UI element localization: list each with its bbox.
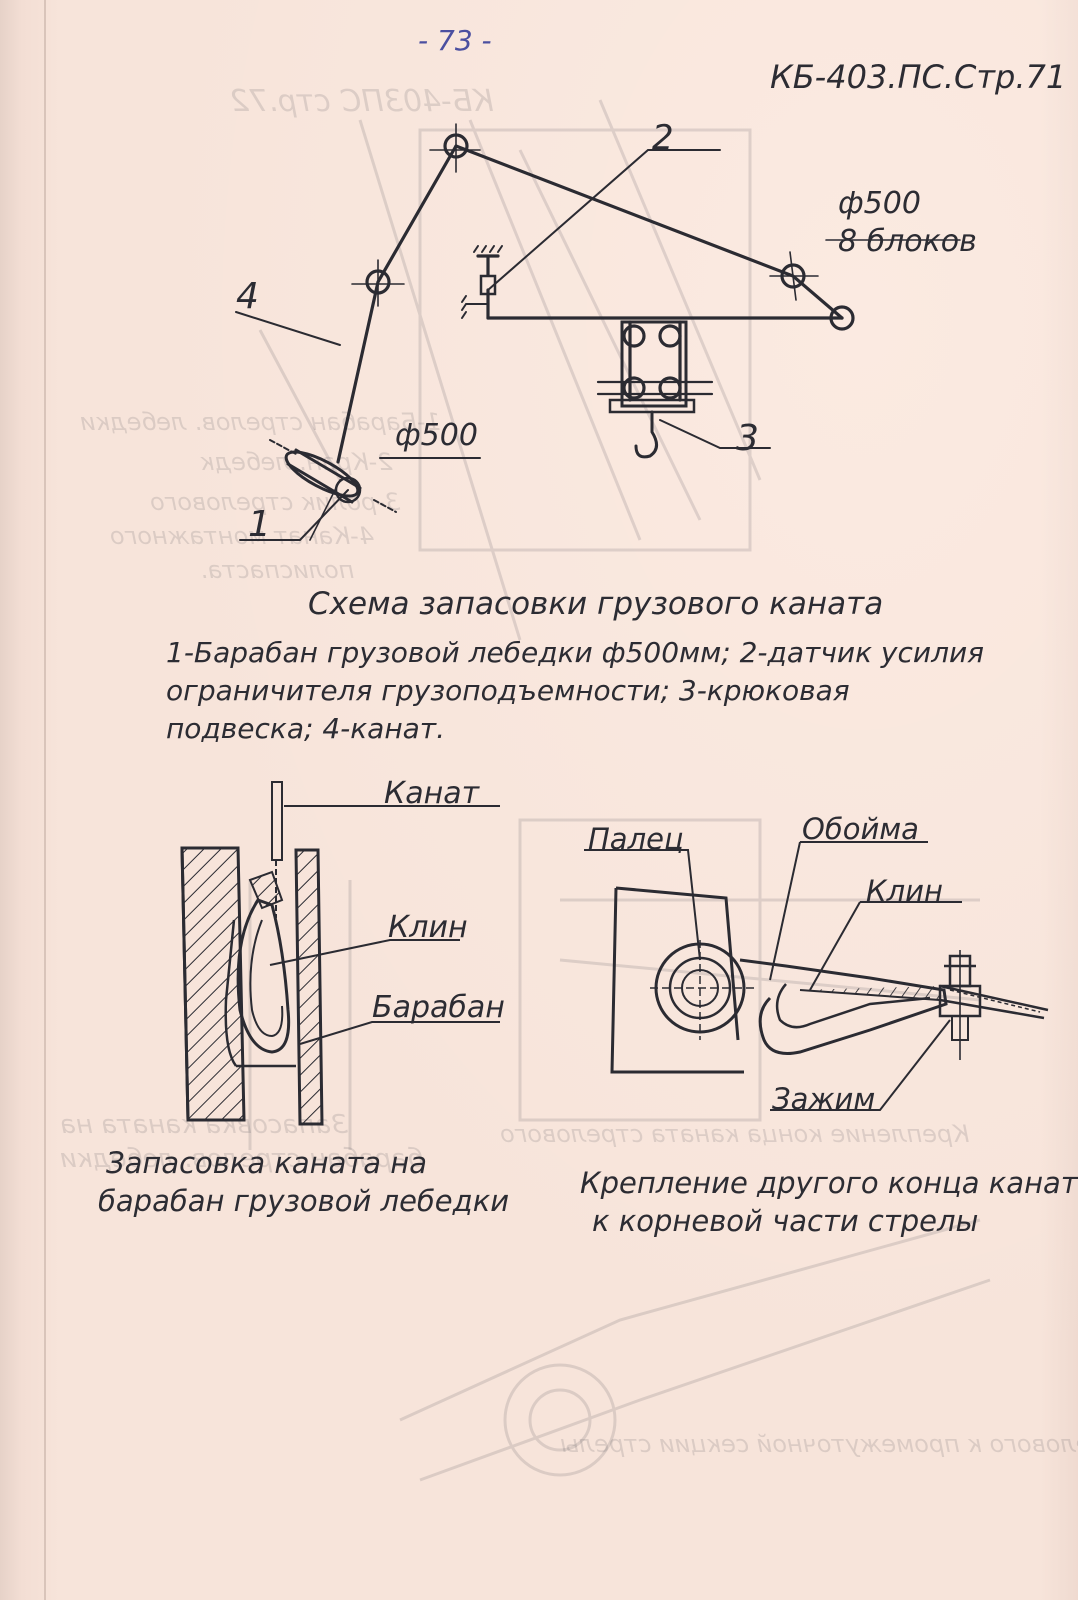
- label-1: 1: [248, 504, 271, 545]
- drum-caption-line-2: барабан грузовой лебедки: [98, 1184, 510, 1218]
- label-rope: Канат: [384, 776, 480, 811]
- page-number: - 73 -: [418, 24, 492, 57]
- legend-line-1: 1-Барабан грузовой лебедки ф500мм; 2-дат…: [166, 636, 985, 669]
- leader-label-2: [487, 149, 721, 291]
- scheme-title: Схема запасовки грузового каната: [308, 586, 884, 622]
- label-4: 4: [236, 276, 259, 317]
- drum-caption-line-1: Запасовка каната на: [106, 1146, 428, 1180]
- document-reference: КБ-403.ПС.Стр.71: [770, 58, 1067, 96]
- label-drum: Барабан: [372, 990, 505, 1025]
- label-wedge-drum: Клин: [388, 910, 468, 945]
- binding-edge: [44, 0, 46, 1600]
- legend-line-3: подвеска; 4-канат.: [166, 712, 445, 745]
- label-wedge-fastening: Клин: [866, 874, 943, 908]
- label-clamp: Зажим: [772, 1082, 876, 1116]
- drum-diameter: ф500: [395, 418, 478, 453]
- fastening-caption-line-1: Крепление другого конца каната: [580, 1166, 1078, 1200]
- end-sheave: [829, 305, 855, 331]
- label-pin: Палец: [588, 822, 684, 856]
- blocks-count: 8 блоков: [838, 224, 977, 259]
- fastening-caption-line-2: к корневой части стрелы: [592, 1204, 979, 1238]
- label-2: 2: [652, 118, 674, 158]
- legend-line-2: ограничителя грузоподъемности; 3-крюкова…: [166, 674, 850, 707]
- label-clip: Обойма: [802, 812, 919, 846]
- label-3: 3: [736, 418, 759, 459]
- blocks-diameter: ф500: [838, 186, 921, 221]
- leader-label-3: [659, 419, 771, 449]
